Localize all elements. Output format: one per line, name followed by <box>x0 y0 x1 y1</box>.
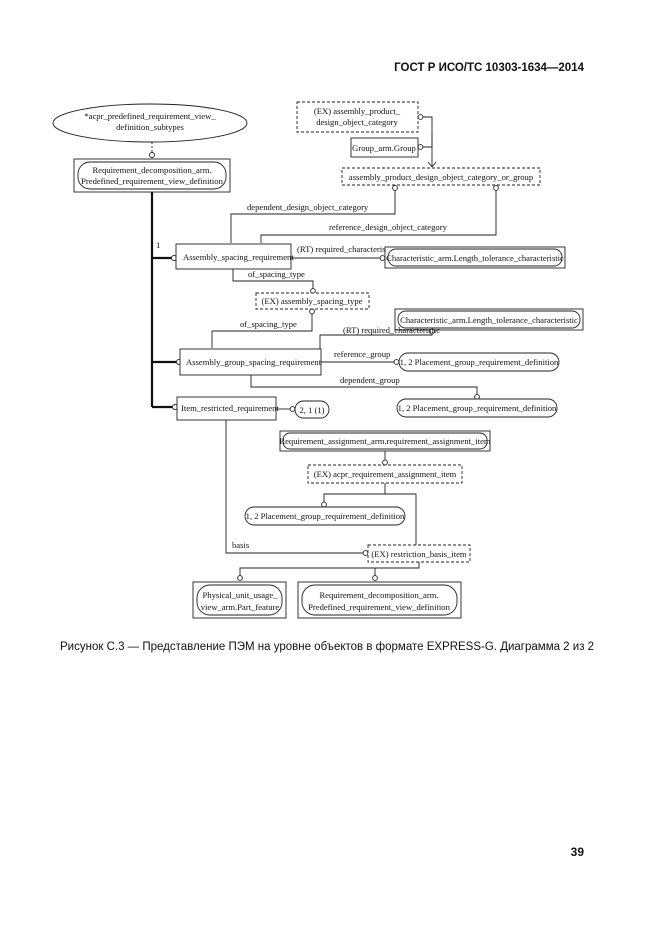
group-arm-group-entity: Group_arm.Group <box>350 137 419 158</box>
svg-text:Predefined_requirement_view_de: Predefined_requirement_view_definition <box>81 176 223 186</box>
page-reference-2-1: 2, 1 (1) <box>294 400 330 419</box>
svg-text:Assembly_spacing_requirement: Assembly_spacing_requirement <box>183 252 294 262</box>
svg-text:dependent_group: dependent_group <box>340 375 400 385</box>
requirement-assignment-item-entity: Requirement_assignment_arm.requirement_a… <box>279 430 491 452</box>
svg-text:of_spacing_type: of_spacing_type <box>248 269 305 279</box>
placement-group-ref-1: 1, 2 Placement_group_requirement_definit… <box>398 352 560 372</box>
ex-restriction-basis-item: (EX) restriction_basis_item <box>367 544 471 563</box>
svg-text:1, 2 Placement_group_requireme: 1, 2 Placement_group_requirement_definit… <box>400 357 559 367</box>
svg-text:Requirement_decomposition_arm.: Requirement_decomposition_arm. <box>92 165 211 175</box>
physical-unit-usage-view-part-feature: Physical_unit_usage_ view_arm.Part_featu… <box>192 581 287 619</box>
svg-text:Characteristic_arm.Length_tole: Characteristic_arm.Length_tolerance_char… <box>386 253 564 263</box>
svg-text:Requirement_decomposition_arm.: Requirement_decomposition_arm. <box>319 590 438 600</box>
svg-text:definition_subtypes: definition_subtypes <box>116 122 184 132</box>
svg-text:*acpr_predefined_requirement_v: *acpr_predefined_requirement_view_ <box>84 111 216 121</box>
svg-text:of_spacing_type: of_spacing_type <box>240 319 297 329</box>
page-number: 39 <box>570 845 584 859</box>
assembly-group-spacing-requirement-entity: Assembly_group_spacing_requirement <box>179 348 322 376</box>
svg-text:view_arm.Part_feature: view_arm.Part_feature <box>201 602 280 612</box>
ex-assembly-spacing-type: (EX) assembly_spacing_type <box>255 292 370 310</box>
svg-text:basis: basis <box>232 540 250 550</box>
length-tolerance-characteristic-2: Characteristic_arm.Length_tolerance_char… <box>394 308 584 331</box>
assembly-spacing-requirement-entity: Assembly_spacing_requirement <box>175 243 294 270</box>
svg-text:1, 2 Placement_group_requireme: 1, 2 Placement_group_requirement_definit… <box>398 403 557 413</box>
svg-text:reference_group: reference_group <box>334 349 390 359</box>
svg-text:reference_design_object_catego: reference_design_object_category <box>329 222 448 232</box>
svg-text:(EX) restriction_basis_item: (EX) restriction_basis_item <box>371 549 467 559</box>
svg-text:Assembly_group_spacing_require: Assembly_group_spacing_requirement <box>186 357 322 367</box>
svg-text:Group_arm.Group: Group_arm.Group <box>352 143 416 153</box>
svg-text:Characteristic_arm.Length_tole: Characteristic_arm.Length_tolerance_char… <box>400 315 578 325</box>
req-decomposition-entity: Requirement_decomposition_arm. Predefine… <box>73 158 231 193</box>
svg-text:design_object_category: design_object_category <box>316 117 398 127</box>
svg-text:(RT) required_characteristic: (RT) required_characteristic <box>343 325 440 335</box>
figure-caption: Рисунок С.3 — Представление ПЭМ на уровн… <box>60 641 595 653</box>
ex-acpr-requirement-assignment-item: (EX) acpr_requirement_assignment_item <box>307 464 463 484</box>
ex-assembly-product-design-object-category: (EX) assembly_product_ design_object_cat… <box>296 101 419 133</box>
svg-text:2, 1 (1): 2, 1 (1) <box>299 405 324 415</box>
svg-text:(EX) assembly_spacing_type: (EX) assembly_spacing_type <box>262 296 363 306</box>
subtype-oval: *acpr_predefined_requirement_view_ defin… <box>52 103 248 143</box>
svg-text:Predefined_requirement_view_de: Predefined_requirement_view_definition <box>308 602 450 612</box>
svg-text:1, 2 Placement_group_requireme: 1, 2 Placement_group_requirement_definit… <box>246 511 405 521</box>
placement-group-ref-3: 1, 2 Placement_group_requirement_definit… <box>244 506 406 526</box>
req-decomposition-entity-2: Requirement_decomposition_arm. Predefine… <box>297 581 462 619</box>
svg-text:(EX) assembly_product_: (EX) assembly_product_ <box>314 106 401 116</box>
svg-text:(RT) required_characteristic: (RT) required_characteristic <box>297 244 394 254</box>
svg-text:assembly_product_design_object: assembly_product_design_object_category_… <box>349 172 533 182</box>
svg-text:dependent_design_object_catego: dependent_design_object_category <box>247 202 369 212</box>
item-restricted-requirement-entity: Item_restricted_requirement <box>176 396 279 421</box>
document-header: ГОСТ Р ИСО/ТС 10303-1634—2014 <box>394 62 584 74</box>
svg-text:Physical_unit_usage_: Physical_unit_usage_ <box>203 590 279 600</box>
placement-group-ref-2: 1, 2 Placement_group_requirement_definit… <box>396 398 558 418</box>
apdoc-or-group-select: assembly_product_design_object_category_… <box>341 167 541 186</box>
svg-text:Requirement_assignment_arm.req: Requirement_assignment_arm.requirement_a… <box>279 436 491 446</box>
svg-text:(EX) acpr_requirement_assignme: (EX) acpr_requirement_assignment_item <box>314 469 457 479</box>
svg-text:1: 1 <box>156 240 160 250</box>
svg-text:Item_restricted_requirement: Item_restricted_requirement <box>181 403 279 413</box>
length-tolerance-characteristic-1: Characteristic_arm.Length_tolerance_char… <box>384 246 566 269</box>
